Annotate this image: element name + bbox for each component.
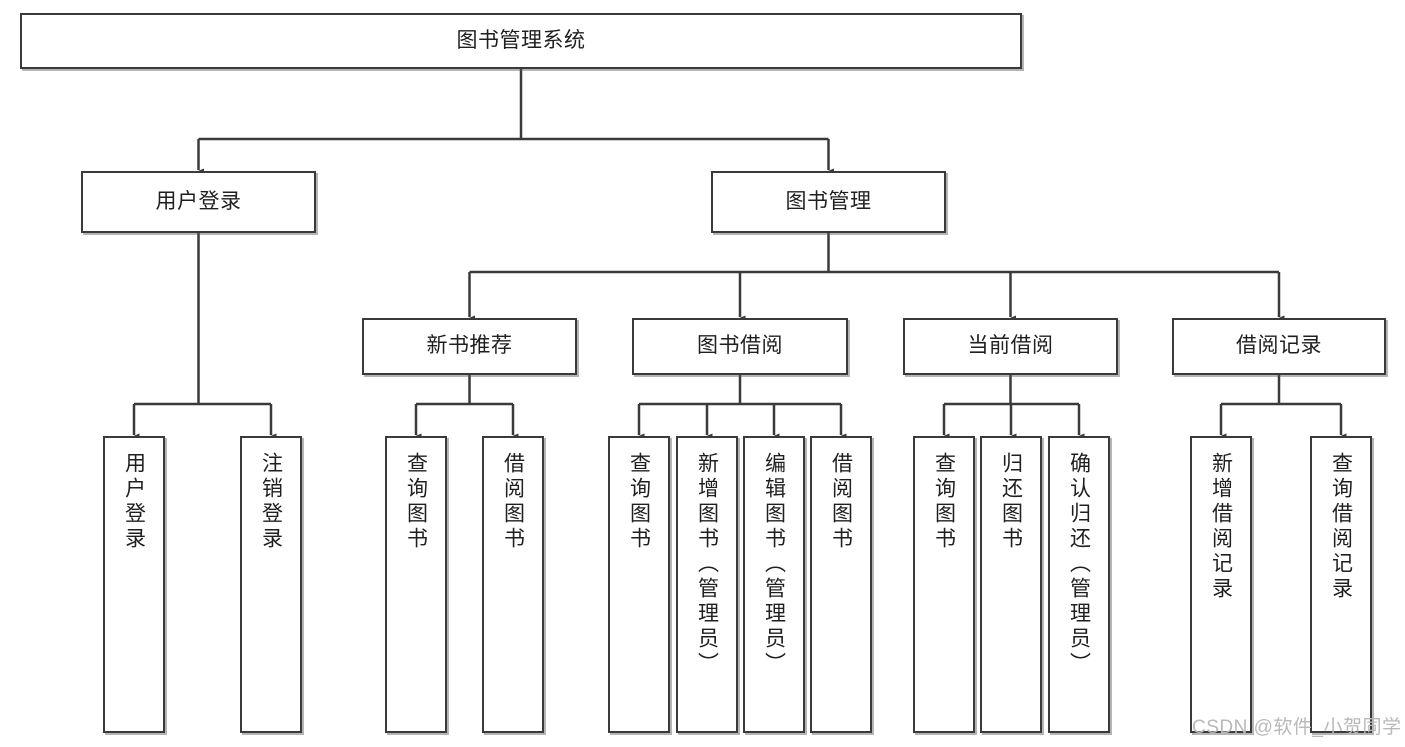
node-label: 图书管理 — [785, 189, 872, 213]
node-root[interactable]: 图书管理系统 — [20, 13, 1022, 69]
node-label: 用户登录 — [155, 189, 242, 213]
node-leaf_12[interactable]: 查询借阅记录 — [1310, 436, 1372, 733]
node-label: 图书管理系统 — [456, 28, 586, 52]
node-leaf_5[interactable]: 新增图书（管理员） — [676, 436, 738, 733]
node-label: 确认归还（管理员） — [1067, 452, 1091, 677]
node-label: 新增图书（管理员） — [695, 452, 719, 677]
node-leaf_2[interactable]: 查询图书 — [385, 436, 447, 733]
node-label: 注销登录 — [259, 452, 283, 552]
node-l1_1[interactable]: 图书管理 — [711, 171, 946, 233]
node-label: 借阅图书 — [501, 452, 525, 552]
node-leaf_10[interactable]: 确认归还（管理员） — [1048, 436, 1110, 733]
node-label: 新书推荐 — [426, 334, 513, 358]
node-leaf_11[interactable]: 新增借阅记录 — [1190, 436, 1252, 733]
node-leaf_0[interactable]: 用户登录 — [103, 436, 165, 733]
node-label: 查询借阅记录 — [1329, 452, 1353, 602]
node-label: 图书借阅 — [697, 334, 783, 358]
node-label: 借阅记录 — [1236, 334, 1322, 358]
node-leaf_4[interactable]: 查询图书 — [608, 436, 670, 733]
node-label: 归还图书 — [999, 452, 1023, 552]
node-label: 查询图书 — [932, 452, 956, 552]
node-leaf_6[interactable]: 编辑图书（管理员） — [743, 436, 805, 733]
csdn-watermark: CSDN @软件_小贺同学 — [1192, 717, 1402, 738]
node-label: 当前借阅 — [967, 334, 1054, 358]
node-leaf_9[interactable]: 归还图书 — [980, 436, 1042, 733]
node-l2_2[interactable]: 当前借阅 — [903, 318, 1118, 375]
node-leaf_7[interactable]: 借阅图书 — [810, 436, 872, 733]
edge-paths — [128, 69, 1347, 443]
node-label: 查询图书 — [404, 452, 428, 552]
node-leaf_3[interactable]: 借阅图书 — [482, 436, 544, 733]
node-leaf_1[interactable]: 注销登录 — [240, 436, 302, 733]
node-label: 编辑图书（管理员） — [762, 452, 786, 677]
node-l2_3[interactable]: 借阅记录 — [1172, 318, 1386, 375]
node-l2_0[interactable]: 新书推荐 — [362, 318, 577, 375]
node-l1_0[interactable]: 用户登录 — [81, 171, 316, 233]
node-leaf_8[interactable]: 查询图书 — [913, 436, 975, 733]
node-label: 用户登录 — [122, 452, 146, 552]
node-l2_1[interactable]: 图书借阅 — [632, 318, 848, 375]
node-label: 查询图书 — [627, 452, 651, 552]
node-label: 新增借阅记录 — [1209, 452, 1233, 602]
node-label: 借阅图书 — [829, 452, 853, 552]
